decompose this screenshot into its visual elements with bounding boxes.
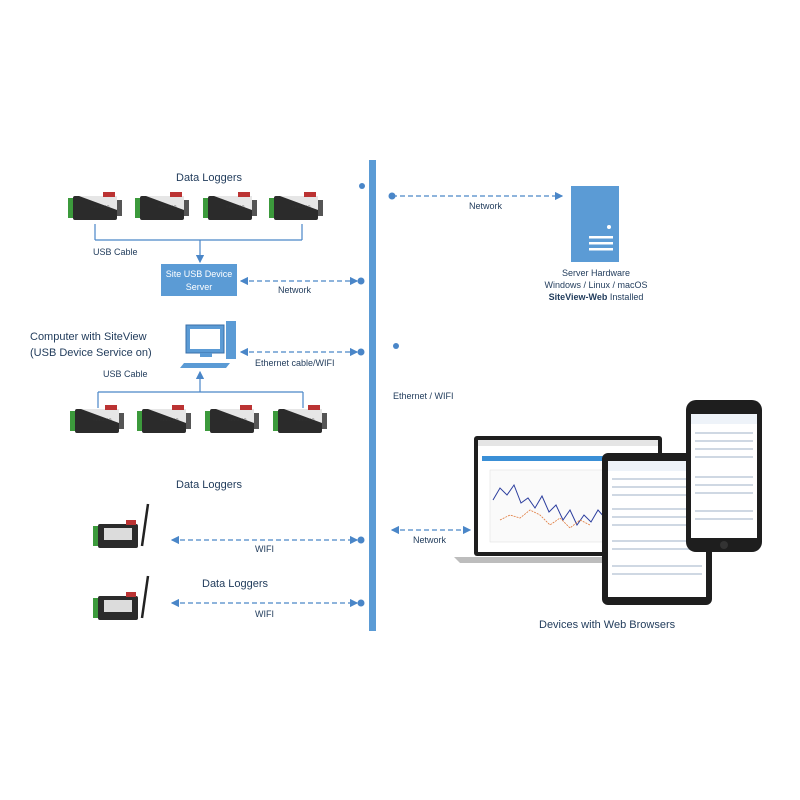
mid-loggers-title: Data Loggers [176, 479, 243, 491]
server-icon [571, 186, 619, 262]
computer-label-2: (USB Device Service on) [30, 347, 152, 359]
ethernet-cable-label: Ethernet cable/WIFI [255, 358, 335, 368]
usb-server-label-2: Server [186, 282, 213, 292]
logger-mid-4 [273, 405, 327, 433]
logger-top-3 [203, 192, 257, 220]
wifi-label-1: WIFI [255, 544, 274, 554]
top-loggers-title: Data Loggers [176, 172, 243, 184]
network-server-label: Network [469, 201, 503, 211]
network-browsers-label: Network [413, 535, 447, 545]
logger-mid-1 [70, 405, 124, 433]
logger-top-1 [68, 192, 122, 220]
computer-icon [180, 321, 236, 368]
phone-icon [686, 400, 762, 552]
wifi-logger-2 [91, 574, 150, 622]
usb-cable-mid-label: USB Cable [103, 369, 148, 379]
computer-label-1: Computer with SiteView [30, 331, 147, 343]
wifi-loggers-title: Data Loggers [202, 578, 269, 590]
server-label-3: SiteView-Web Installed [549, 292, 644, 302]
usb-server-label-1: Site USB Device [166, 269, 233, 279]
logger-mid-2 [137, 405, 191, 433]
ethernet-wifi-label: Ethernet / WIFI [393, 391, 454, 401]
devices-label: Devices with Web Browsers [539, 619, 676, 631]
server-label-3-rest: Installed [607, 292, 643, 302]
server-label-1: Server Hardware [562, 268, 630, 278]
ethernet-backbone [369, 160, 376, 631]
usb-cable-top-label: USB Cable [93, 247, 138, 257]
wifi-logger-1 [91, 502, 150, 550]
network-usb-label: Network [278, 285, 312, 295]
wifi-label-2: WIFI [255, 609, 274, 619]
server-label-2: Windows / Linux / macOS [544, 280, 647, 290]
logger-top-4 [269, 192, 323, 220]
logger-mid-3 [205, 405, 259, 433]
server-label-3-bold: SiteView-Web [549, 292, 608, 302]
logger-top-2 [135, 192, 189, 220]
site-usb-device-server [161, 264, 237, 296]
